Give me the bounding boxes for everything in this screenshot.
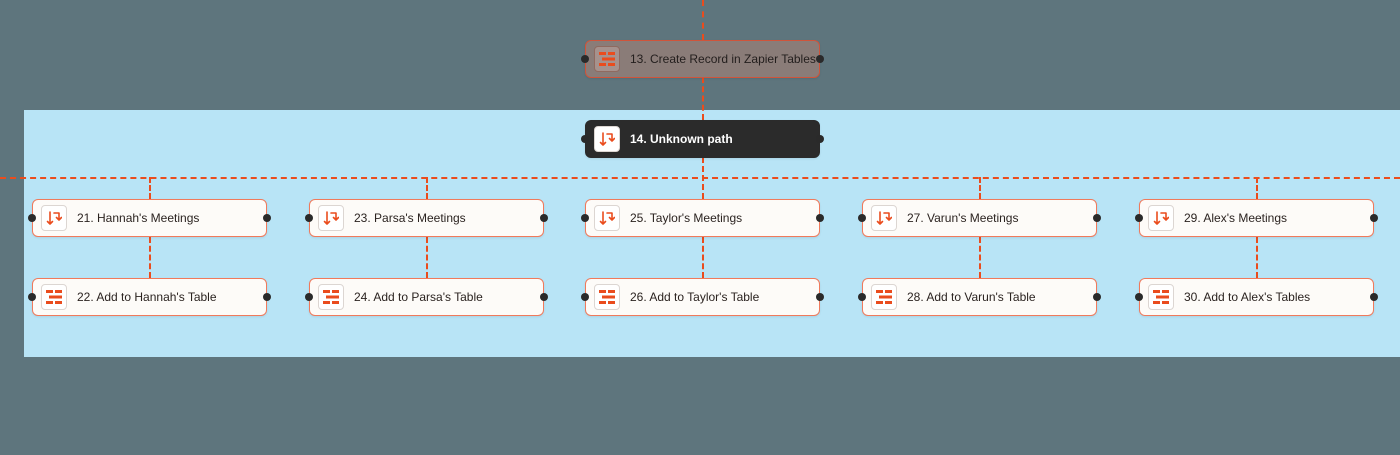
connector-29-30 <box>1256 237 1258 278</box>
paths-icon <box>41 205 67 231</box>
connection-handle-left[interactable] <box>28 293 36 301</box>
step-28-add-to-varuns-table[interactable]: 28. Add to Varun's Table <box>858 278 1101 316</box>
connection-handle-left[interactable] <box>858 214 866 222</box>
step-label: 26. Add to Taylor's Table <box>630 290 760 304</box>
connector-25-26 <box>702 237 704 278</box>
connection-handle-right[interactable] <box>816 214 824 222</box>
step-label: 23. Parsa's Meetings <box>354 211 466 225</box>
tables-icon <box>594 46 620 72</box>
connection-handle-left[interactable] <box>28 214 36 222</box>
step-24-add-to-parsas-table[interactable]: 24. Add to Parsa's Table <box>305 278 548 316</box>
connector-branch-1 <box>149 177 151 199</box>
tables-icon <box>871 284 897 310</box>
step-23-parsas-meetings[interactable]: 23. Parsa's Meetings <box>305 199 548 237</box>
connection-handle-left[interactable] <box>858 293 866 301</box>
step-label: 14. Unknown path <box>630 132 733 146</box>
step-label: 24. Add to Parsa's Table <box>354 290 483 304</box>
step-label: 27. Varun's Meetings <box>907 211 1019 225</box>
step-label: 21. Hannah's Meetings <box>77 211 200 225</box>
connection-handle-right[interactable] <box>816 293 824 301</box>
tables-icon <box>318 284 344 310</box>
connector-branch-5 <box>1256 177 1258 199</box>
step-label: 30. Add to Alex's Tables <box>1184 290 1311 304</box>
step-13-create-record[interactable]: 13. Create Record in Zapier Tables <box>581 40 824 78</box>
step-label: 29. Alex's Meetings <box>1184 211 1288 225</box>
step-21-hannahs-meetings[interactable]: 21. Hannah's Meetings <box>28 199 271 237</box>
paths-icon <box>594 126 620 152</box>
connection-handle-right[interactable] <box>263 293 271 301</box>
connection-handle-left[interactable] <box>305 293 313 301</box>
step-22-add-to-hannahs-table[interactable]: 22. Add to Hannah's Table <box>28 278 271 316</box>
connection-handle-left[interactable] <box>1135 214 1143 222</box>
connection-handle-left[interactable] <box>581 293 589 301</box>
step-25-taylors-meetings[interactable]: 25. Taylor's Meetings <box>581 199 824 237</box>
connection-handle-left[interactable] <box>581 214 589 222</box>
connection-handle-right[interactable] <box>1093 214 1101 222</box>
step-30-add-to-alexs-tables[interactable]: 30. Add to Alex's Tables <box>1135 278 1378 316</box>
connection-handle-right[interactable] <box>540 293 548 301</box>
step-26-add-to-taylors-table[interactable]: 26. Add to Taylor's Table <box>581 278 824 316</box>
step-label: 25. Taylor's Meetings <box>630 211 743 225</box>
step-label: 22. Add to Hannah's Table <box>77 290 217 304</box>
connector-branch-2 <box>426 177 428 199</box>
paths-icon <box>871 205 897 231</box>
connector-branch-4 <box>979 177 981 199</box>
connection-handle-right[interactable] <box>816 135 824 143</box>
branch-connector <box>0 177 1400 179</box>
connector-27-28 <box>979 237 981 278</box>
connection-handle-right[interactable] <box>540 214 548 222</box>
connector-top <box>702 0 704 40</box>
connection-handle-right[interactable] <box>1370 293 1378 301</box>
step-label: 13. Create Record in Zapier Tables <box>630 52 816 66</box>
tables-icon <box>594 284 620 310</box>
tables-icon <box>41 284 67 310</box>
step-14-unknown-path[interactable]: 14. Unknown path <box>581 120 824 158</box>
connector-23-24 <box>426 237 428 278</box>
connection-handle-right[interactable] <box>816 55 824 63</box>
connection-handle-right[interactable] <box>263 214 271 222</box>
connection-handle-left[interactable] <box>305 214 313 222</box>
connection-handle-right[interactable] <box>1093 293 1101 301</box>
connector-21-22 <box>149 237 151 278</box>
connector-13-14 <box>702 77 704 120</box>
paths-icon <box>594 205 620 231</box>
paths-icon <box>318 205 344 231</box>
connection-handle-left[interactable] <box>581 135 589 143</box>
connection-handle-right[interactable] <box>1370 214 1378 222</box>
connection-handle-left[interactable] <box>1135 293 1143 301</box>
step-27-varuns-meetings[interactable]: 27. Varun's Meetings <box>858 199 1101 237</box>
step-label: 28. Add to Varun's Table <box>907 290 1036 304</box>
step-29-alexs-meetings[interactable]: 29. Alex's Meetings <box>1135 199 1378 237</box>
paths-icon <box>1148 205 1174 231</box>
tables-icon <box>1148 284 1174 310</box>
connection-handle-left[interactable] <box>581 55 589 63</box>
